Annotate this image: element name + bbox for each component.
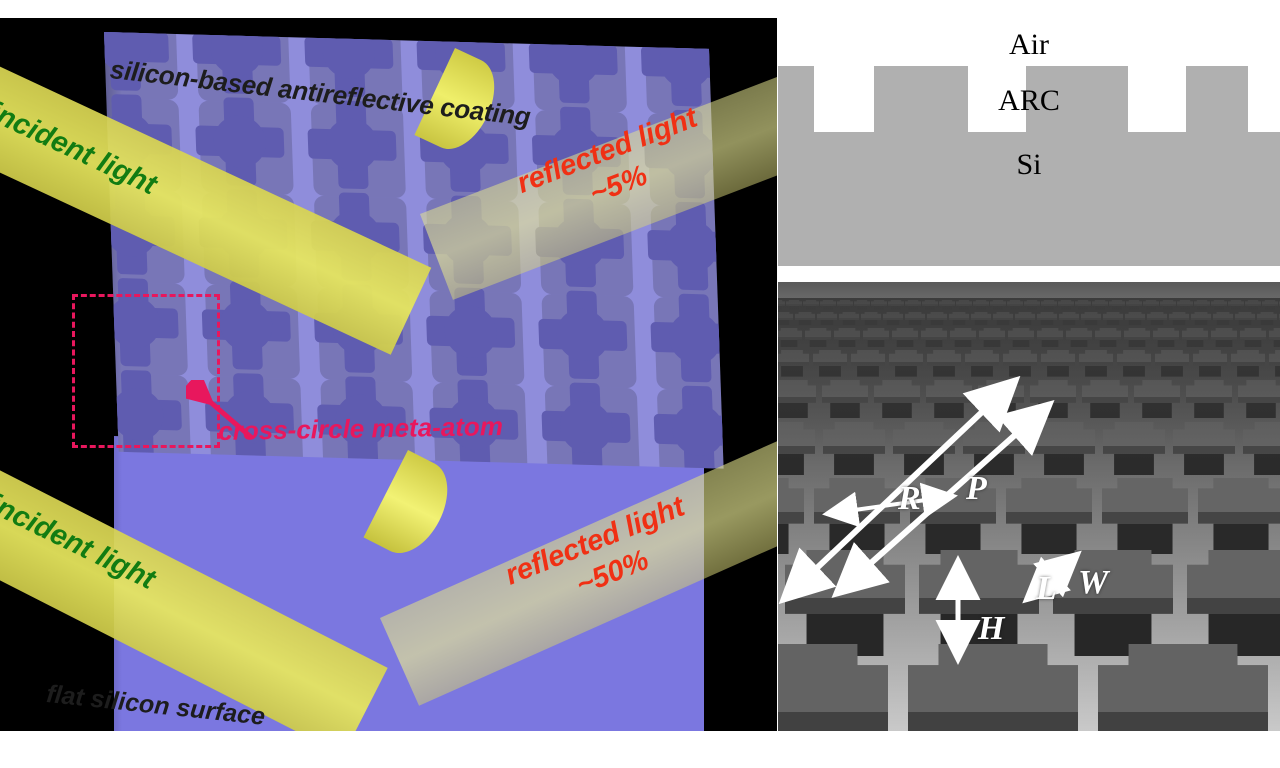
layer-label-arc: ARC <box>998 84 1060 117</box>
meta-atom <box>533 286 637 389</box>
arc-groove <box>1248 66 1280 132</box>
meta-atom <box>523 32 628 113</box>
meta-atom-selection-box <box>72 294 220 448</box>
arrow-R <box>822 482 958 528</box>
meta-atom <box>536 378 640 469</box>
perspective-array-panel: R P L W H <box>778 282 1280 731</box>
dimension-label-P: P <box>966 470 987 507</box>
meta-atom-pillar <box>778 644 888 731</box>
meta-atom <box>421 282 525 386</box>
cross-section-panel: Air ARC Si <box>778 0 1280 266</box>
layer-label-si: Si <box>1016 148 1042 181</box>
meta-atom-pillar <box>1098 644 1268 731</box>
meta-atom-callout-arrow <box>186 380 254 440</box>
layer-label-air: Air <box>1009 28 1049 61</box>
dimension-label-H: H <box>978 610 1005 647</box>
meta-atom <box>649 381 724 469</box>
arc-groove <box>814 66 874 132</box>
meta-atom <box>645 289 724 392</box>
dimension-label-R: R <box>898 480 921 517</box>
arrow-W <box>1022 550 1082 604</box>
meta-atom <box>636 32 724 116</box>
arc-groove <box>1128 66 1186 132</box>
meta-atom-caption: cross-circle meta-atom <box>218 411 504 446</box>
arc-groove <box>968 66 1026 132</box>
dimension-arrow-group <box>778 375 1082 665</box>
dimension-label-L: L <box>1036 570 1057 607</box>
pillar-row <box>778 644 1280 731</box>
left-panel-schematic: cross-circle meta-atom silicon-based ant… <box>0 18 777 731</box>
dimension-label-W: W <box>1078 564 1109 601</box>
